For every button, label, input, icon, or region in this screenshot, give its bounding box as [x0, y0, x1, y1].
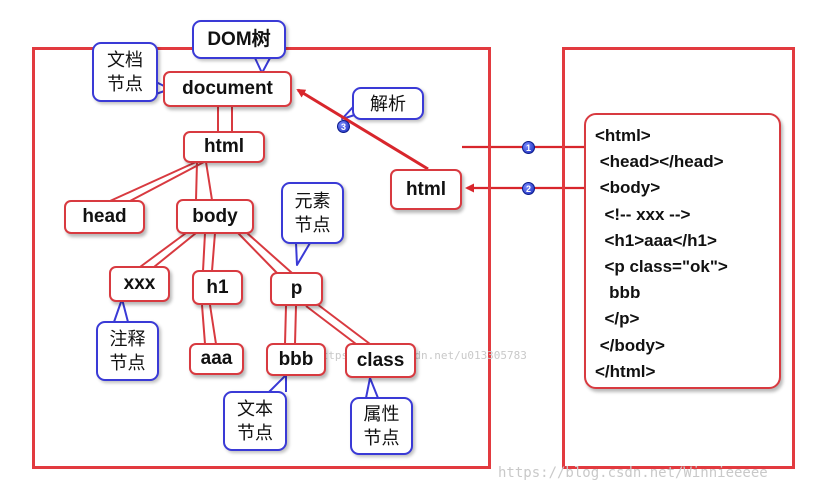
- callout-attribute-node: 属性 节点: [350, 397, 413, 455]
- callout-comment-node-line2: 节点: [109, 353, 146, 373]
- edge-document-html: [217, 107, 233, 132]
- edge-html-head: [109, 161, 205, 202]
- callout-document-node-line1: 文档: [107, 50, 143, 70]
- code-line: <html>: [595, 126, 651, 145]
- code-line: bbb: [595, 283, 641, 303]
- edge-h1-aaa: [201, 304, 217, 345]
- node-class: class: [345, 343, 416, 378]
- node-bbb: bbb: [266, 343, 326, 376]
- node-bbb-label: bbb: [278, 348, 314, 370]
- callout-text-node-line2: 节点: [237, 423, 273, 443]
- node-document: document: [163, 71, 292, 107]
- callout-dom-tree: DOM树: [192, 20, 286, 59]
- node-server-html: html: [390, 169, 462, 210]
- node-html: html: [183, 131, 265, 163]
- arrow-step3: [296, 88, 429, 171]
- node-h1-label: h1: [206, 276, 229, 298]
- callout-attribute-node-line2: 节点: [363, 428, 400, 448]
- edge-body-h1: [202, 232, 216, 272]
- callout-comment-node: 注释 节点: [96, 321, 159, 381]
- callout-parse-label: 解析: [370, 93, 406, 114]
- callout-text-node: 文本 节点: [223, 391, 287, 451]
- node-aaa-label: aaa: [200, 348, 233, 369]
- step-badge-3: 3: [337, 120, 350, 133]
- node-server-html-label: html: [405, 178, 447, 200]
- callout-element-node: 元素 节点: [281, 182, 344, 244]
- callout-parse: 解析: [352, 87, 424, 120]
- code-line: <body>: [595, 178, 661, 198]
- pointer-element-node: [295, 242, 311, 266]
- step-badge-2: 2: [522, 182, 535, 195]
- node-h1: h1: [192, 270, 243, 305]
- edge-body-xxx: [139, 232, 197, 268]
- callout-document-node: 文档 节点: [92, 42, 158, 102]
- node-html-label: html: [203, 136, 245, 157]
- node-body-label: body: [192, 205, 238, 227]
- code-line: </html>: [595, 361, 656, 381]
- node-comment: xxx: [109, 266, 170, 302]
- server-panel: [562, 47, 795, 469]
- edge-p-bbb: [284, 305, 297, 345]
- edge-body-p: [237, 232, 293, 274]
- watermark-corner: https://blog.csdn.net/Winnieeeee: [498, 465, 768, 481]
- node-p-label: p: [290, 278, 303, 299]
- node-class-label: class: [356, 349, 405, 371]
- callout-element-node-line2: 节点: [294, 215, 331, 235]
- edge-p-class: [305, 303, 371, 345]
- callout-text-node-line1: 文本: [237, 399, 273, 419]
- callout-document-node-line2: 节点: [107, 74, 143, 94]
- callout-dom-tree-label: DOM树: [207, 28, 271, 50]
- code-line: <p class="ok">: [595, 257, 728, 277]
- callout-element-node-line1: 元素: [294, 191, 331, 211]
- node-document-label: document: [182, 78, 273, 99]
- node-p: p: [270, 272, 323, 306]
- edge-html-body: [195, 161, 213, 201]
- code-line: <head></head>: [595, 152, 724, 172]
- callout-comment-node-line1: 注释: [109, 329, 146, 349]
- code-line: <!-- xxx -->: [595, 204, 691, 224]
- code-line: </p>: [595, 309, 640, 329]
- code-line: <h1>aaa</h1>: [595, 230, 717, 250]
- node-comment-label: xxx: [123, 273, 156, 294]
- pointer-attribute-node: [365, 377, 379, 399]
- node-body: body: [176, 199, 254, 234]
- source-code-box: <html> <head></head> <body> <!-- xxx -->…: [584, 113, 781, 389]
- callout-attribute-node-line1: 属性: [363, 404, 400, 424]
- node-head: head: [64, 200, 145, 234]
- node-head-label: head: [82, 206, 127, 227]
- code-line: </body>: [595, 335, 665, 355]
- node-aaa: aaa: [189, 343, 244, 375]
- step-badge-1: 1: [522, 141, 535, 154]
